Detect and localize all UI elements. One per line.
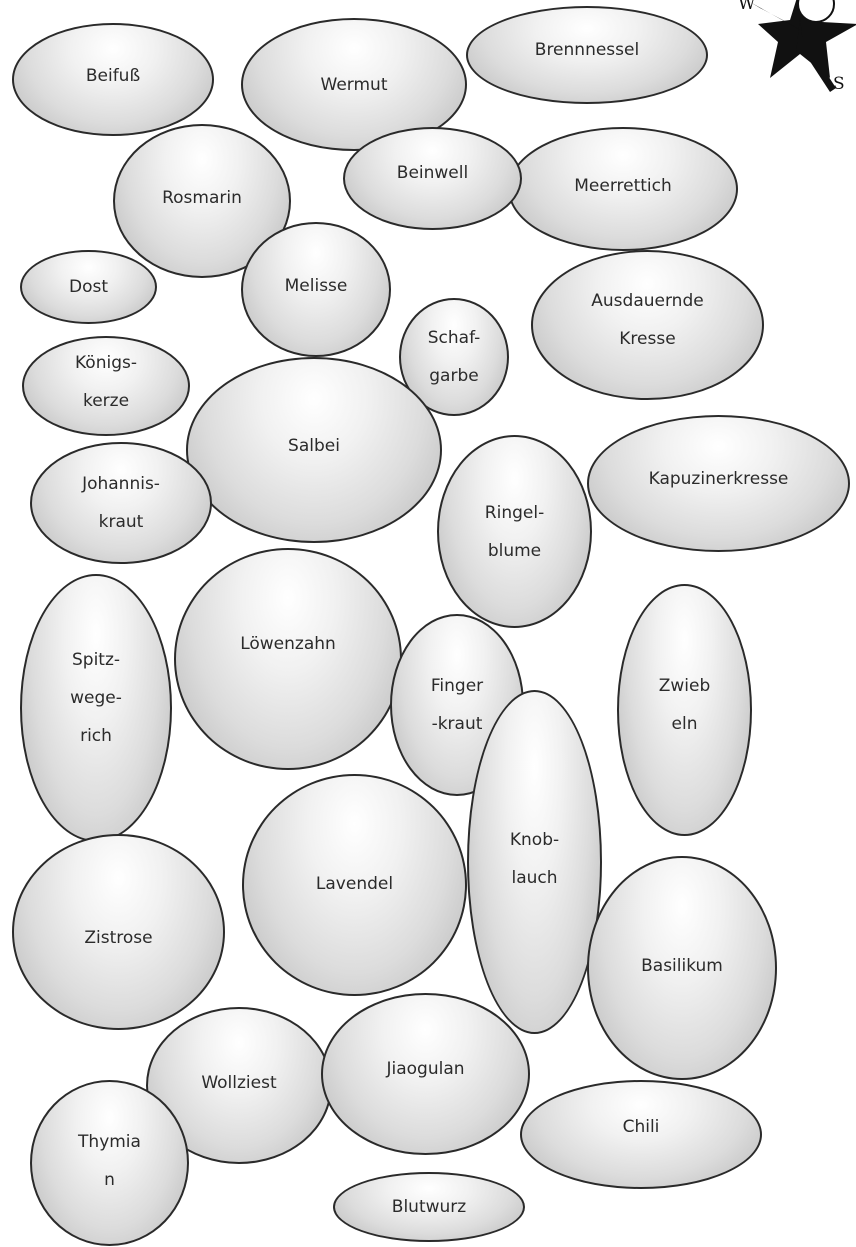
plant-thymian: Thymia n — [30, 1080, 189, 1246]
plant-schafgarbe: Schaf- garbe — [399, 298, 509, 416]
plant-loewenzahn: Löwenzahn — [174, 548, 402, 770]
plant-brennnessel: Brennnessel — [466, 6, 708, 104]
plant-blutwurz: Blutwurz — [333, 1172, 525, 1242]
plant-koenigskerze: Königs- kerze — [22, 336, 190, 436]
plant-chili: Chili — [520, 1080, 762, 1189]
plant-dost: Dost — [20, 250, 157, 324]
plant-salbei: Salbei — [186, 357, 442, 543]
plant-johanniskraut: Johannis- kraut — [30, 442, 212, 564]
plant-ausdauernde-kresse: Ausdauernde Kresse — [531, 250, 764, 400]
plant-ringelblume: Ringel- blume — [437, 435, 592, 628]
plant-beinwell: Beinwell — [343, 127, 522, 230]
plant-zistrose: Zistrose — [12, 834, 225, 1030]
compass-south-label: S — [833, 74, 845, 94]
plant-zwiebeln: Zwieb eln — [617, 584, 752, 836]
plant-knoblauch: Knob- lauch — [467, 690, 602, 1034]
compass-rose-icon — [750, 0, 856, 92]
plant-meerrettich: Meerrettich — [508, 127, 738, 251]
plant-spitzwegerich: Spitz- wege- rich — [20, 574, 172, 842]
plant-lavendel: Lavendel — [242, 774, 467, 996]
plant-kapuzinerkresse: Kapuzinerkresse — [587, 415, 850, 552]
plant-melisse: Melisse — [241, 222, 391, 357]
plant-basilikum: Basilikum — [587, 856, 777, 1080]
plant-rosmarin: Rosmarin — [113, 124, 291, 278]
plant-jiaogulan: Jiaogulan — [321, 993, 530, 1155]
compass-west-label: W — [738, 0, 756, 14]
plant-beifuss: Beifuß — [12, 23, 214, 136]
